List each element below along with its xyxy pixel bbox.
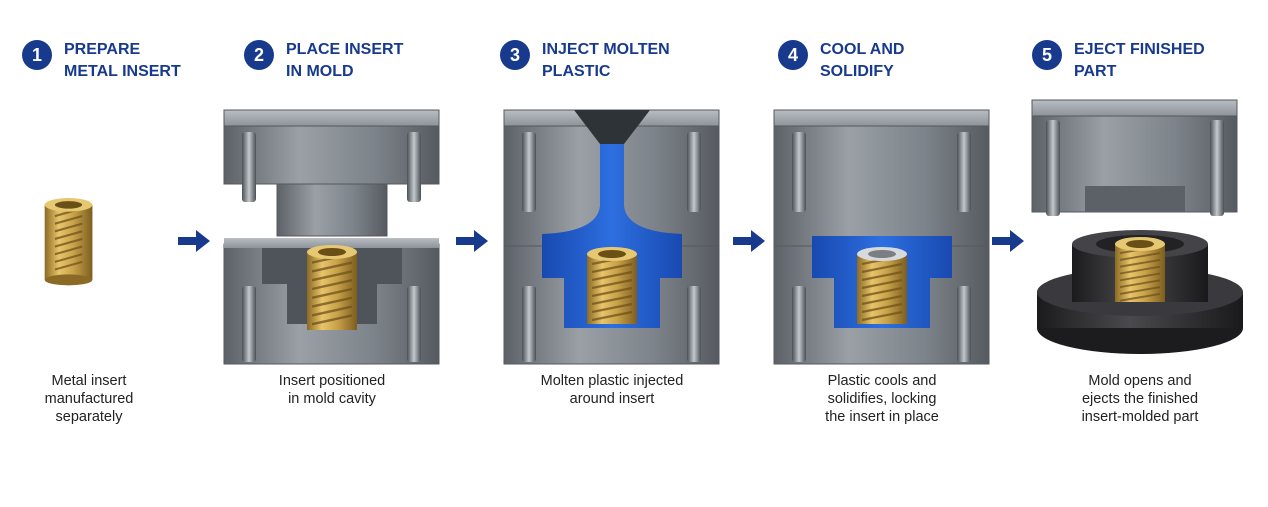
step-2: 2 PLACE INSERT IN MOLD Insert positioned… [223,36,464,476]
step-5-title: EJECT FINISHED PART [1074,41,1205,80]
right-arrow-icon [992,230,1024,252]
metal-insert-illustration [44,198,93,286]
ejected-part-illustration [1031,99,1243,354]
step-5-number-badge: 5 [1032,40,1062,70]
step-4-number-badge: 4 [778,40,808,70]
injection-illustration [503,109,720,365]
step-3: 3 INJECT MOLTEN PLASTIC Molten plastic i… [500,36,720,476]
mold-with-insert-illustration [223,109,440,365]
step-1: 1 PREPARE METAL INSERT Metal insert manu… [22,36,242,476]
step-3-caption: Molten plastic injected around insert [540,373,684,407]
right-arrow-icon [178,230,210,252]
step-1-title: PREPARE METAL INSERT [64,41,181,80]
step-2-number-badge: 2 [244,40,274,70]
step-5-header: 5 EJECT FINISHED PART [1032,36,1252,88]
step-1-number-badge: 1 [22,40,52,70]
step-4-header: 4 COOL AND SOLIDIFY [778,36,998,88]
right-arrow-icon [456,230,488,252]
cooling-illustration [773,109,990,365]
step-1-caption: Metal insert manufactured separately [44,373,134,425]
step-5-caption: Mold opens and ejects the finished inser… [1081,373,1199,425]
right-arrow-icon [733,230,765,252]
step-1-header: 1 PREPARE METAL INSERT [22,36,242,88]
step-2-header: 2 PLACE INSERT IN MOLD [244,36,464,88]
step-3-header: 3 INJECT MOLTEN PLASTIC [500,36,720,88]
step-3-title: INJECT MOLTEN PLASTIC [542,41,670,80]
step-4: 4 COOL AND SOLIDIFY Plastic cools and so… [773,36,998,476]
step-2-title: PLACE INSERT IN MOLD [286,41,404,80]
step-4-title: COOL AND SOLIDIFY [820,41,905,80]
step-3-number-badge: 3 [500,40,530,70]
step-5: 5 EJECT FINISHED PART Mold opens and eje… [1031,36,1252,476]
step-4-caption: Plastic cools and solidifies, locking th… [825,373,939,425]
step-2-caption: Insert positioned in mold cavity [278,373,386,407]
